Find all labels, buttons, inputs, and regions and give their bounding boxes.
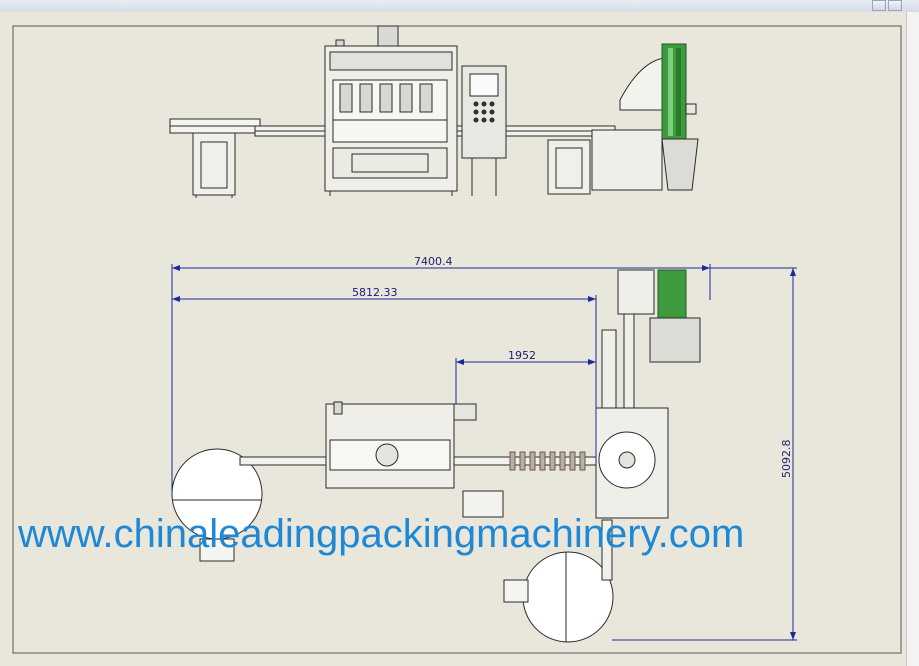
plan-view — [171, 269, 701, 643]
sheet-border — [12, 25, 902, 654]
dimension-arrows — [172, 265, 796, 640]
dimension-filler-offset: 1952 — [508, 349, 536, 362]
website-watermark: www.chinaleadingpackingmachinery.com — [18, 512, 745, 556]
minimize-button[interactable] — [872, 0, 886, 11]
window-title-bar — [0, 0, 919, 12]
dimension-lines — [171, 264, 797, 641]
close-button[interactable] — [888, 0, 902, 11]
elevation-view — [169, 25, 699, 198]
dimension-line-length: 5812.33 — [352, 286, 398, 299]
dimension-overall-length: 7400.4 — [414, 255, 453, 268]
dimension-overall-depth: 5092.8 — [780, 440, 793, 479]
vertical-scrollbar[interactable] — [906, 12, 919, 666]
